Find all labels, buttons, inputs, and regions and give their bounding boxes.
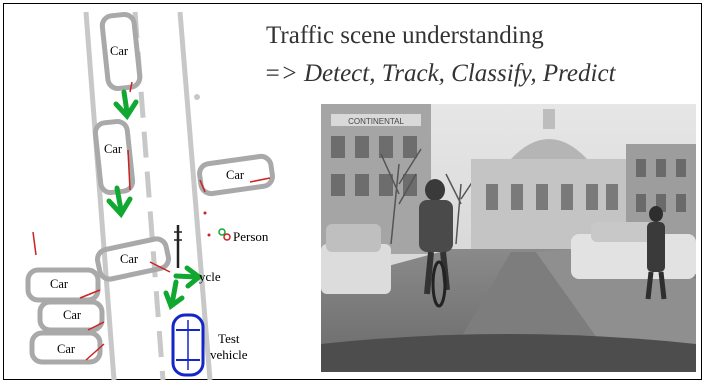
test-vehicle-icon — [171, 313, 205, 377]
car-2 — [92, 119, 136, 195]
car-label: Car — [63, 308, 82, 322]
motion-arrow — [173, 265, 204, 289]
car-7 — [29, 330, 105, 365]
sensor-return — [207, 233, 211, 237]
car-3 — [197, 153, 275, 197]
post-marker — [194, 94, 200, 100]
car-label: Car — [104, 142, 123, 156]
person-icon — [218, 228, 231, 241]
motion-arrow — [106, 185, 133, 219]
car-label: Car — [120, 252, 139, 266]
road-left-edge — [83, 11, 117, 381]
test-vehicle-label-line2: vehicle — [210, 347, 248, 362]
motion-arrow — [113, 89, 139, 121]
motion-arrow — [163, 279, 185, 310]
store-sign: CONTINENTAL — [348, 117, 404, 126]
parked-car-left — [321, 244, 391, 294]
car-4 — [95, 236, 171, 282]
bicycle-label: ycle — [199, 269, 221, 284]
sensor-return — [32, 231, 37, 256]
test-vehicle-label-line1: Test — [218, 331, 240, 346]
car-label: Car — [50, 277, 69, 291]
car-1 — [99, 12, 143, 93]
slide-frame — [3, 3, 702, 380]
car-6 — [37, 299, 105, 333]
bicycle-icon — [174, 225, 182, 268]
car-label: Car — [226, 168, 245, 182]
street-scene-photo: CONTINENTAL — [321, 104, 696, 372]
car-label: Car — [110, 44, 129, 58]
slide-title: Traffic scene understanding — [266, 22, 544, 49]
road-right-edge — [177, 11, 213, 381]
slide-subtitle: => Detect, Track, Classify, Predict — [264, 60, 616, 87]
ego-car-hood — [321, 334, 696, 372]
sensor-return — [203, 211, 207, 215]
pedestrian — [645, 206, 667, 300]
cyclist — [419, 179, 453, 308]
car-label: Car — [57, 342, 76, 356]
scene-schematic — [25, 11, 275, 381]
test-vehicle-label: Test vehicle — [210, 331, 248, 363]
person-label: Person — [233, 229, 269, 244]
street-scene-drawing: CONTINENTAL — [321, 104, 696, 372]
